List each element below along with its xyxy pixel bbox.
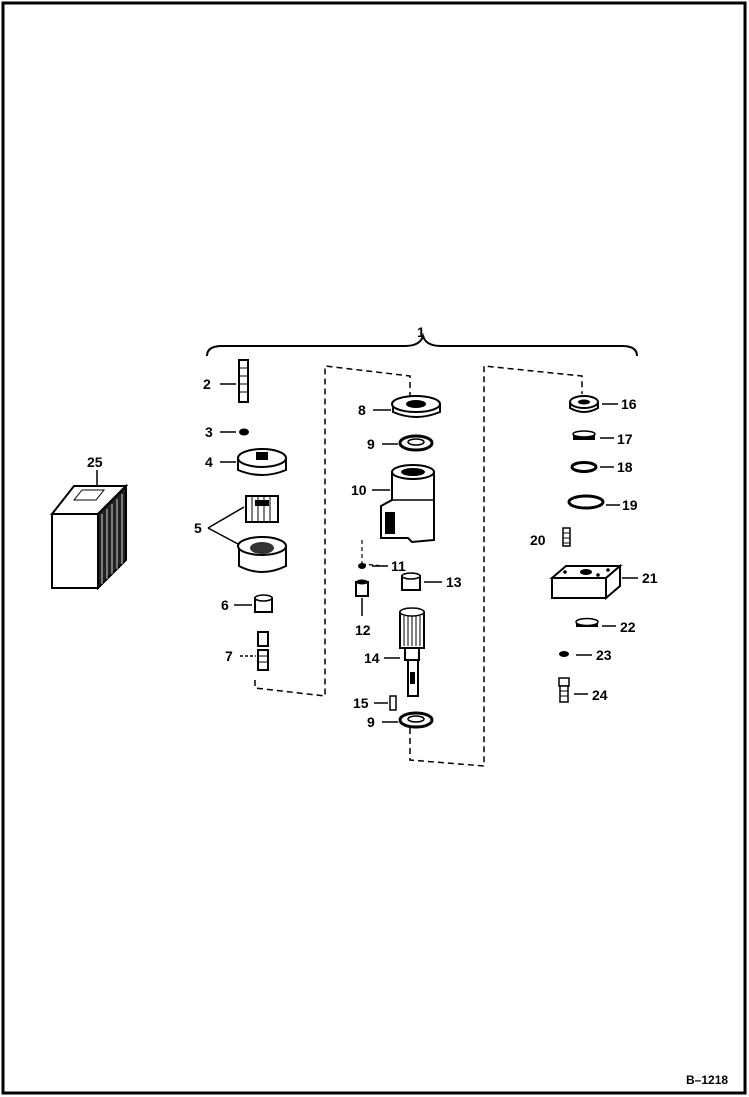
part-22-disc	[575, 617, 599, 627]
part-11-ball	[358, 563, 366, 569]
part-2-stud	[238, 359, 249, 403]
leader-5a	[207, 506, 245, 529]
part-21-block	[549, 563, 623, 601]
callout-3: 3	[205, 424, 213, 440]
part-6-bushing	[254, 594, 273, 613]
part-16-cap	[569, 395, 599, 413]
callout-24: 24	[592, 687, 608, 703]
callout-6: 6	[221, 597, 229, 613]
callout-8: 8	[358, 402, 366, 418]
callout-25: 25	[87, 454, 103, 470]
assembly-brace	[206, 332, 638, 357]
callout-7: 7	[225, 648, 233, 664]
callout-12: 12	[355, 622, 371, 638]
part-13-nut	[401, 572, 421, 591]
part-8-plate	[391, 395, 441, 418]
group-outline-right	[409, 365, 583, 767]
leader-5b	[207, 527, 239, 545]
part-4-cover	[237, 448, 287, 476]
part-20-pin	[562, 527, 571, 547]
part-24-fitting	[558, 677, 570, 703]
callout-16: 16	[621, 396, 637, 412]
callout-10: 10	[351, 482, 367, 498]
callout-5: 5	[194, 520, 202, 536]
callout-1: 1	[417, 324, 425, 340]
callout-18: 18	[617, 459, 633, 475]
part-9-seal-lower	[398, 711, 434, 729]
callout-20: 20	[530, 532, 546, 548]
part-5-gear-set	[237, 495, 287, 573]
callout-23: 23	[596, 647, 612, 663]
part-15-key	[389, 695, 397, 711]
part-25-kit-box	[49, 483, 129, 591]
part-19-oring	[567, 494, 605, 510]
callout-9b: 9	[367, 714, 375, 730]
callout-11: 11	[391, 558, 406, 574]
part-9-seal-upper	[398, 434, 434, 452]
part-12-spring	[355, 579, 369, 597]
part-18-oring	[570, 461, 598, 473]
part-3-washer	[239, 428, 249, 436]
group-outline-left	[254, 365, 411, 697]
part-23-seal	[559, 651, 569, 657]
callout-14: 14	[364, 650, 380, 666]
part-7-valve	[257, 631, 269, 671]
callout-21: 21	[642, 570, 658, 586]
part-14-shaft	[399, 607, 425, 697]
callout-2: 2	[203, 376, 211, 392]
part-17-ring	[572, 430, 596, 440]
part-10-housing	[380, 464, 435, 544]
callout-15: 15	[353, 695, 369, 711]
axis-11-link	[361, 563, 385, 567]
callout-19: 19	[622, 497, 638, 513]
callout-17: 17	[617, 431, 633, 447]
figure-id: B–1218	[686, 1073, 728, 1087]
callout-9a: 9	[367, 436, 375, 452]
callout-13: 13	[446, 574, 462, 590]
callout-22: 22	[620, 619, 636, 635]
callout-4: 4	[205, 454, 213, 470]
